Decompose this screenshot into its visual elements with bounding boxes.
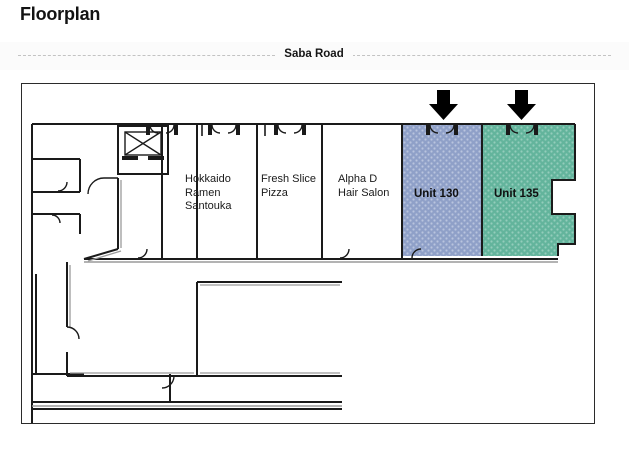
unit-135-arrow-marker (507, 90, 536, 120)
unit-130-fill[interactable] (402, 123, 482, 256)
bay-label-fresh-slice-pizza: Fresh Slice Pizza (261, 173, 317, 199)
mid-walls (32, 178, 119, 375)
unit-130-arrow-marker (429, 90, 458, 120)
bay-label-alpha-d-hair-salon: Alpha D Hair Salon (338, 173, 390, 199)
west-rooms (31, 158, 81, 374)
unit-135-fill[interactable] (482, 123, 575, 256)
road-label: Saba Road (275, 47, 353, 62)
road-dash-line-left (18, 55, 275, 56)
unit-label-135[interactable]: Unit 135 (494, 188, 539, 200)
stair-core (87, 125, 169, 195)
southeast-corridor (66, 262, 342, 377)
page-title: Floorplan (20, 4, 101, 24)
rear-doors (137, 248, 422, 259)
floorplan-canvas: Hokkaido Ramen Santouka Fresh Slice Pizz… (21, 83, 595, 424)
road-dash-line-right (352, 55, 611, 56)
storefront-doors (146, 124, 538, 136)
bay-label-hokkaido-ramen-santouka: Hokkaido Ramen Santouka (185, 173, 232, 212)
tenant-divider-walls (161, 124, 483, 259)
floorplan-drawing (31, 90, 576, 423)
unit-label-130[interactable]: Unit 130 (414, 188, 459, 200)
road-band: Saba Road (0, 42, 629, 70)
